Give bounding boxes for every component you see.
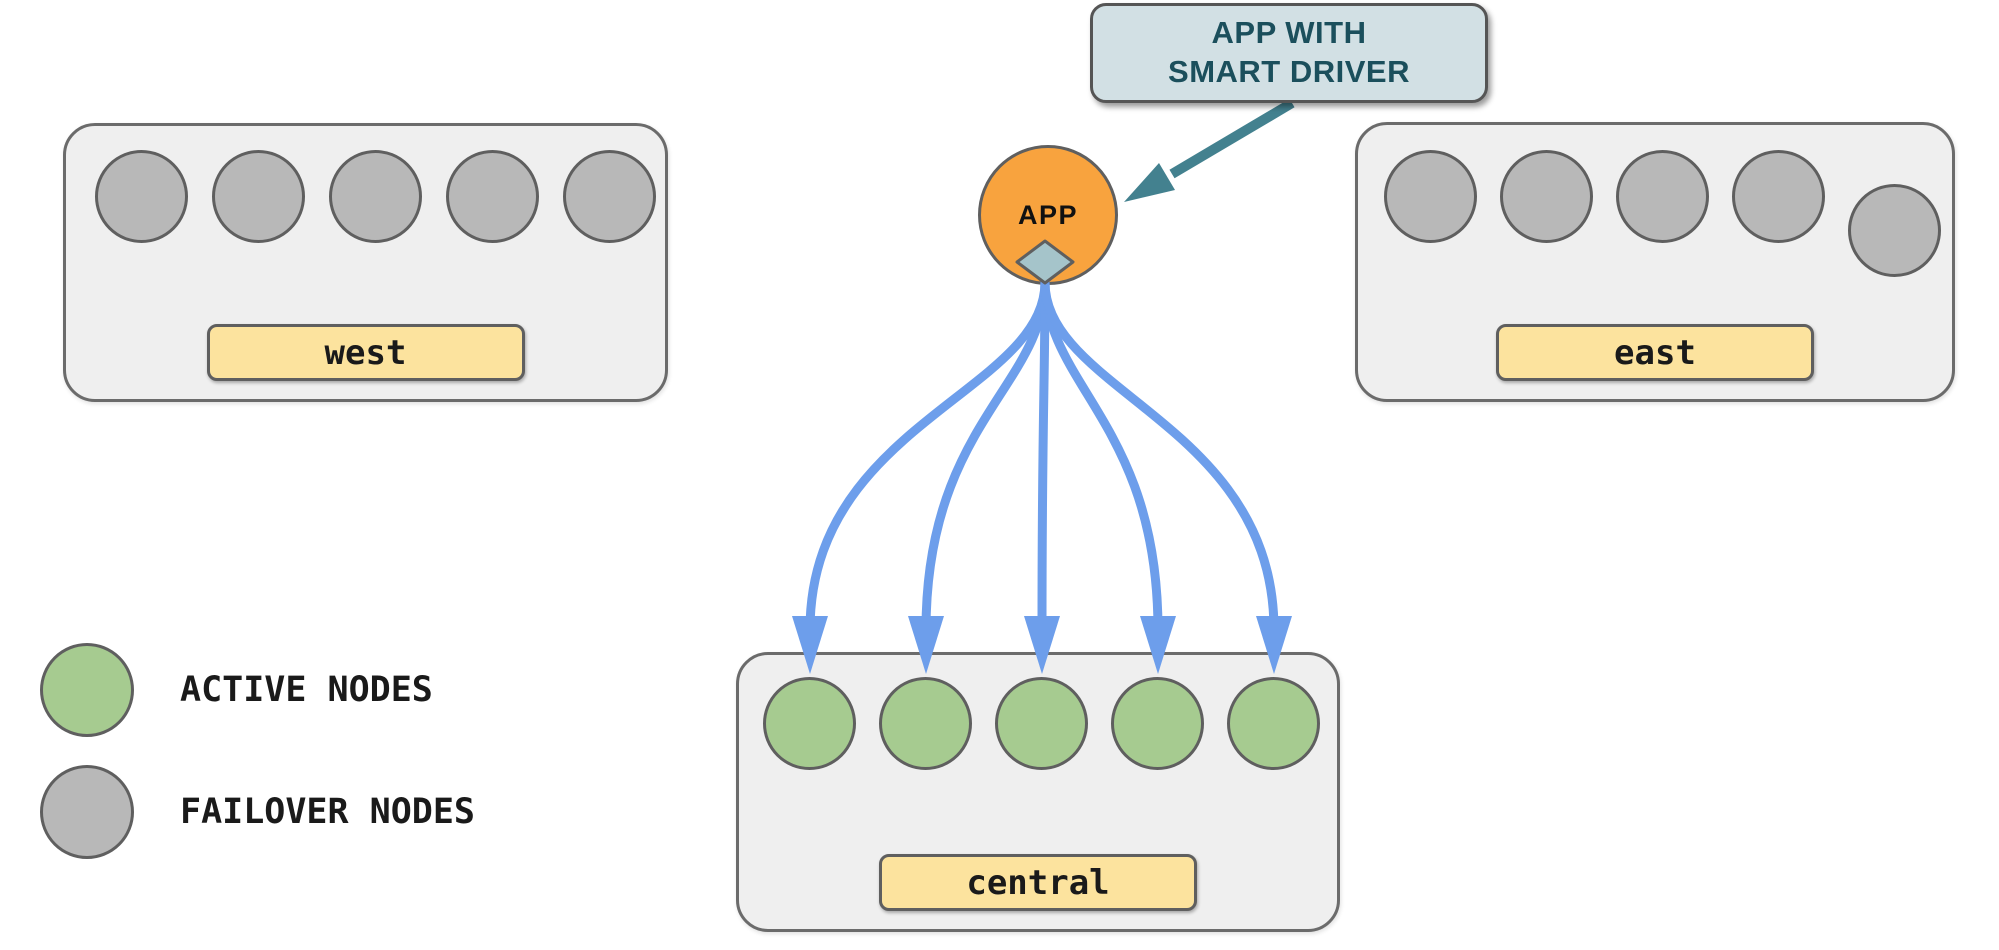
callout-pointer-arrow: [1124, 98, 1295, 202]
callout-line-1: APP WITH: [1211, 15, 1367, 51]
legend-item-failover-nodes: FAILOVER NODES: [40, 765, 475, 859]
failover-node-circle: [563, 150, 656, 243]
callout-arrow-shaft: [1169, 98, 1295, 179]
west-region-label: west: [206, 324, 525, 381]
fan-arrow-3: [1037, 277, 1050, 635]
east-node-row: [1358, 125, 1952, 277]
app-circle: APP: [978, 145, 1118, 285]
failover-node-circle: [95, 150, 188, 243]
legend-item-active-nodes: ACTIVE NODES: [40, 643, 433, 737]
failover-nodes-label: FAILOVER NODES: [180, 791, 476, 832]
fan-arrows: [792, 277, 1292, 674]
central-region-label: central: [879, 854, 1197, 911]
active-nodes-label: ACTIVE NODES: [180, 669, 433, 710]
failover-node-circle: [1848, 184, 1941, 277]
failover-node-circle: [1500, 150, 1593, 243]
app-smart-driver-callout: APP WITH SMART DRIVER: [1090, 3, 1488, 103]
fan-arrow-1: [805, 277, 1050, 635]
callout-arrowhead: [1124, 163, 1175, 202]
region-central: central: [736, 652, 1340, 932]
failover-node-circle: [329, 150, 422, 243]
failover-node-circle: [1732, 150, 1825, 243]
east-region-label: east: [1496, 324, 1814, 381]
fan-arrow-5: [1040, 277, 1279, 635]
failover-node-circle: [446, 150, 539, 243]
callout-line-2: SMART DRIVER: [1168, 54, 1410, 89]
region-west: west: [63, 123, 668, 402]
active-node-circle: [1227, 677, 1320, 770]
failover-node-circle: [1384, 150, 1477, 243]
app-label: APP: [1017, 199, 1079, 230]
active-node-swatch: [40, 643, 134, 737]
central-node-row: [739, 655, 1337, 770]
fan-arrow-2: [921, 277, 1050, 635]
active-node-circle: [995, 677, 1088, 770]
region-east: east: [1355, 122, 1955, 402]
west-node-row: [66, 126, 665, 243]
failover-node-swatch: [40, 765, 134, 859]
active-node-circle: [879, 677, 972, 770]
failover-node-circle: [1616, 150, 1709, 243]
failover-node-circle: [212, 150, 305, 243]
active-node-circle: [763, 677, 856, 770]
active-node-circle: [1111, 677, 1204, 770]
fan-arrow-4: [1040, 277, 1163, 635]
